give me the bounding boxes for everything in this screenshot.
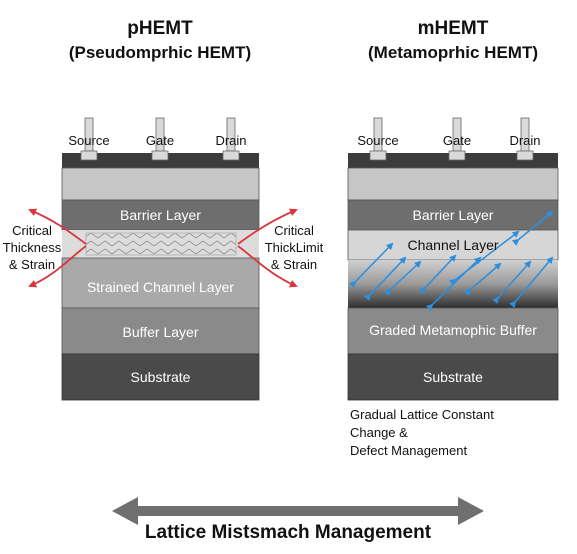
- phemt-substrate-label: Substrate: [130, 369, 191, 385]
- mhemt-buffer-layer: [347, 307, 559, 355]
- right-strain-arrow-down: [237, 245, 298, 288]
- double-arrow-shaft: [132, 506, 462, 516]
- mhemt-drain-label: Drain: [509, 133, 541, 148]
- phemt-source-label: Source: [68, 133, 110, 148]
- mhemt-substrate-label: Substrate: [423, 369, 483, 385]
- left-note-line: & Strain: [8, 257, 56, 272]
- bottom-label: Lattice Mistsmach Management: [144, 522, 432, 543]
- left-strain-arrow-up: [28, 208, 87, 245]
- right-strain-arrow-up: [237, 208, 298, 245]
- mhemt-subtitle: (Metamoprhic HEMT): [368, 43, 538, 62]
- mhemt-contact-layer: [348, 153, 558, 168]
- mhemt-title: mHEMT: [417, 18, 489, 39]
- defect-arrow: [509, 256, 554, 309]
- phemt-source-contact: [80, 150, 98, 161]
- phemt-stack: [61, 153, 260, 401]
- mhemt-defect-arrows: [349, 210, 554, 311]
- phemt-substrate-layer: [61, 353, 260, 401]
- mhemt-terminal-posts: [369, 117, 534, 161]
- phemt-gate-contact: [151, 150, 169, 161]
- phemt-channel-layer: [61, 257, 260, 309]
- left-note-line: Critical: [12, 223, 52, 238]
- phemt-right-note: Critical ThickLimit & Strain: [259, 222, 329, 273]
- double-arrow-left-head: [112, 497, 138, 525]
- phemt-barrier-label: Barrier Layer: [120, 207, 201, 223]
- phemt-barrier-layer: [61, 199, 260, 231]
- mhemt-channel-label: Channel Layer: [407, 237, 499, 253]
- defect-arrow: [511, 210, 554, 246]
- left-strain-arrow-down: [28, 245, 87, 288]
- mhemt-note: Gradual Lattice Constant Change & Defect…: [350, 406, 570, 460]
- mhemt-note-line: Defect Management: [350, 443, 468, 458]
- mhemt-substrate-layer: [347, 353, 559, 401]
- phemt-left-note: Critical Thickness & Strain: [0, 222, 64, 273]
- mhemt-cap-layer: [347, 167, 559, 201]
- double-arrow-right-head: [458, 497, 484, 525]
- phemt-contact-layer: [62, 153, 259, 168]
- mhemt-note-line: Change &: [350, 425, 408, 440]
- right-note-line: ThickLimit: [264, 240, 324, 255]
- phemt-buffer-label: Buffer Layer: [122, 324, 199, 340]
- left-note-line: Thickness: [2, 240, 62, 255]
- phemt-title: pHEMT: [127, 18, 193, 39]
- mhemt-source-contact: [369, 150, 387, 161]
- right-note-line: Critical: [274, 223, 314, 238]
- phemt-drain-contact: [222, 150, 240, 161]
- mhemt-gate-label: Gate: [442, 133, 472, 148]
- mhemt-stack: [347, 153, 559, 401]
- bottom-double-arrow: [112, 497, 484, 525]
- phemt-drain-label: Drain: [215, 133, 247, 148]
- right-note-line: & Strain: [270, 257, 318, 272]
- phemt-gate-label: Gate: [145, 133, 175, 148]
- phemt-strain-arrows: [28, 208, 298, 288]
- phemt-cap-layer: [61, 167, 260, 201]
- phemt-zigzag-pattern: [85, 232, 237, 256]
- mhemt-source-label: Source: [357, 133, 399, 148]
- phemt-terminal-posts: [80, 117, 240, 161]
- phemt-channel-label: Strained Channel Layer: [86, 279, 235, 295]
- mhemt-note-line: Gradual Lattice Constant: [350, 407, 494, 422]
- mhemt-barrier-label: Barrier Layer: [412, 207, 494, 223]
- mhemt-buffer-label: Graded Metamophic Buffer: [369, 322, 537, 338]
- mhemt-gate-contact: [448, 150, 466, 161]
- defect-arrow: [383, 260, 422, 296]
- phemt-subtitle: (Pseudomprhic HEMT): [68, 43, 252, 62]
- mhemt-drain-contact: [516, 150, 534, 161]
